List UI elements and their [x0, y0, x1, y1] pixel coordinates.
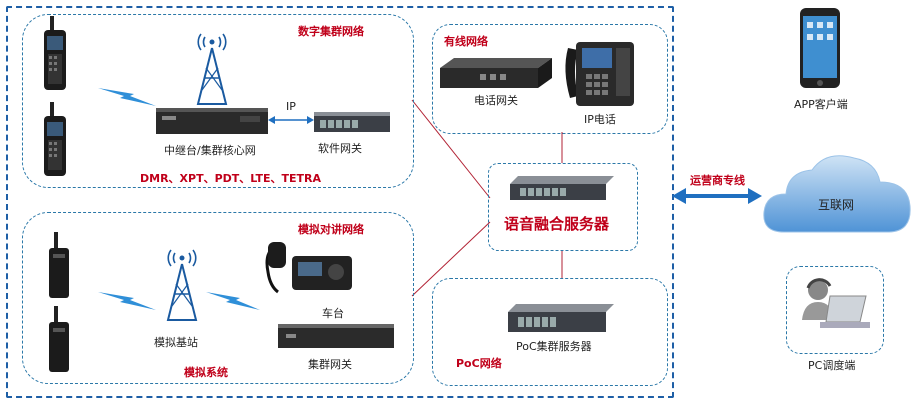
app-client-label: APP客户端 — [794, 98, 848, 111]
analog-system-label: 模拟系统 — [184, 366, 228, 379]
poc-server-icon — [508, 304, 614, 332]
ip-arrow — [268, 116, 314, 124]
analog-group-title: 模拟对讲网络 — [298, 223, 364, 236]
software-gateway-icon — [314, 112, 390, 132]
repeater-core-device-icon — [156, 108, 268, 134]
analog-intercom-group — [22, 212, 414, 384]
analog-radio-icon — [49, 306, 69, 372]
wireless-lightning-icon — [206, 292, 260, 310]
ip-label: IP — [286, 100, 296, 113]
digital-radio-icon — [44, 16, 66, 90]
digital-trunking-group — [22, 14, 414, 188]
repeater-label: 中继台/集群核心网 — [164, 144, 256, 157]
wired-group-title: 有线网络 — [444, 35, 488, 48]
vehicle-radio-label: 车台 — [322, 307, 344, 320]
line-analog-to-core — [411, 221, 491, 297]
vehicle-radio-icon — [265, 242, 352, 294]
ip-phone-label: IP电话 — [584, 113, 616, 126]
wireless-lightning-icon — [98, 88, 156, 106]
core-server-icon — [510, 176, 614, 200]
digital-group-title: 数字集群网络 — [298, 25, 364, 38]
phone-gateway-icon — [440, 58, 552, 88]
poc-server-label: PoC集群服务器 — [516, 340, 592, 353]
trunk-gateway-icon — [278, 324, 394, 348]
pc-dispatch-label: PC调度端 — [808, 359, 856, 372]
wireless-lightning-icon — [98, 292, 156, 310]
software-gateway-label: 软件网关 — [318, 142, 362, 155]
core-server-box — [488, 163, 638, 251]
digital-radio-icon — [44, 102, 66, 176]
poc-group-title: PoC网络 — [456, 357, 502, 370]
carrier-line-arrow — [672, 188, 762, 204]
pc-operator-icon — [802, 278, 870, 328]
pc-dispatch-box — [786, 266, 884, 354]
smartphone-icon — [800, 8, 840, 88]
digital-standards-label: DMR、XPT、PDT、LTE、TETRA — [140, 172, 322, 185]
outer-network-frame — [6, 6, 674, 398]
phone-gateway-label: 电话网关 — [474, 94, 518, 107]
trunk-gateway-label: 集群网关 — [308, 358, 352, 371]
core-server-label: 语音融合服务器 — [504, 215, 610, 233]
internet-label: 互联网 — [818, 198, 855, 212]
ip-phone-icon — [565, 42, 634, 106]
carrier-line-label: 运营商专线 — [690, 174, 745, 187]
radio-tower-icon — [196, 33, 228, 105]
internet-cloud-icon — [763, 155, 911, 233]
poc-network-group — [432, 278, 668, 386]
analog-radio-icon — [49, 232, 69, 298]
radio-tower-icon — [166, 249, 198, 321]
analog-base-label: 模拟基站 — [154, 336, 198, 349]
wired-network-group — [432, 24, 668, 134]
line-digital-to-core — [411, 99, 491, 199]
